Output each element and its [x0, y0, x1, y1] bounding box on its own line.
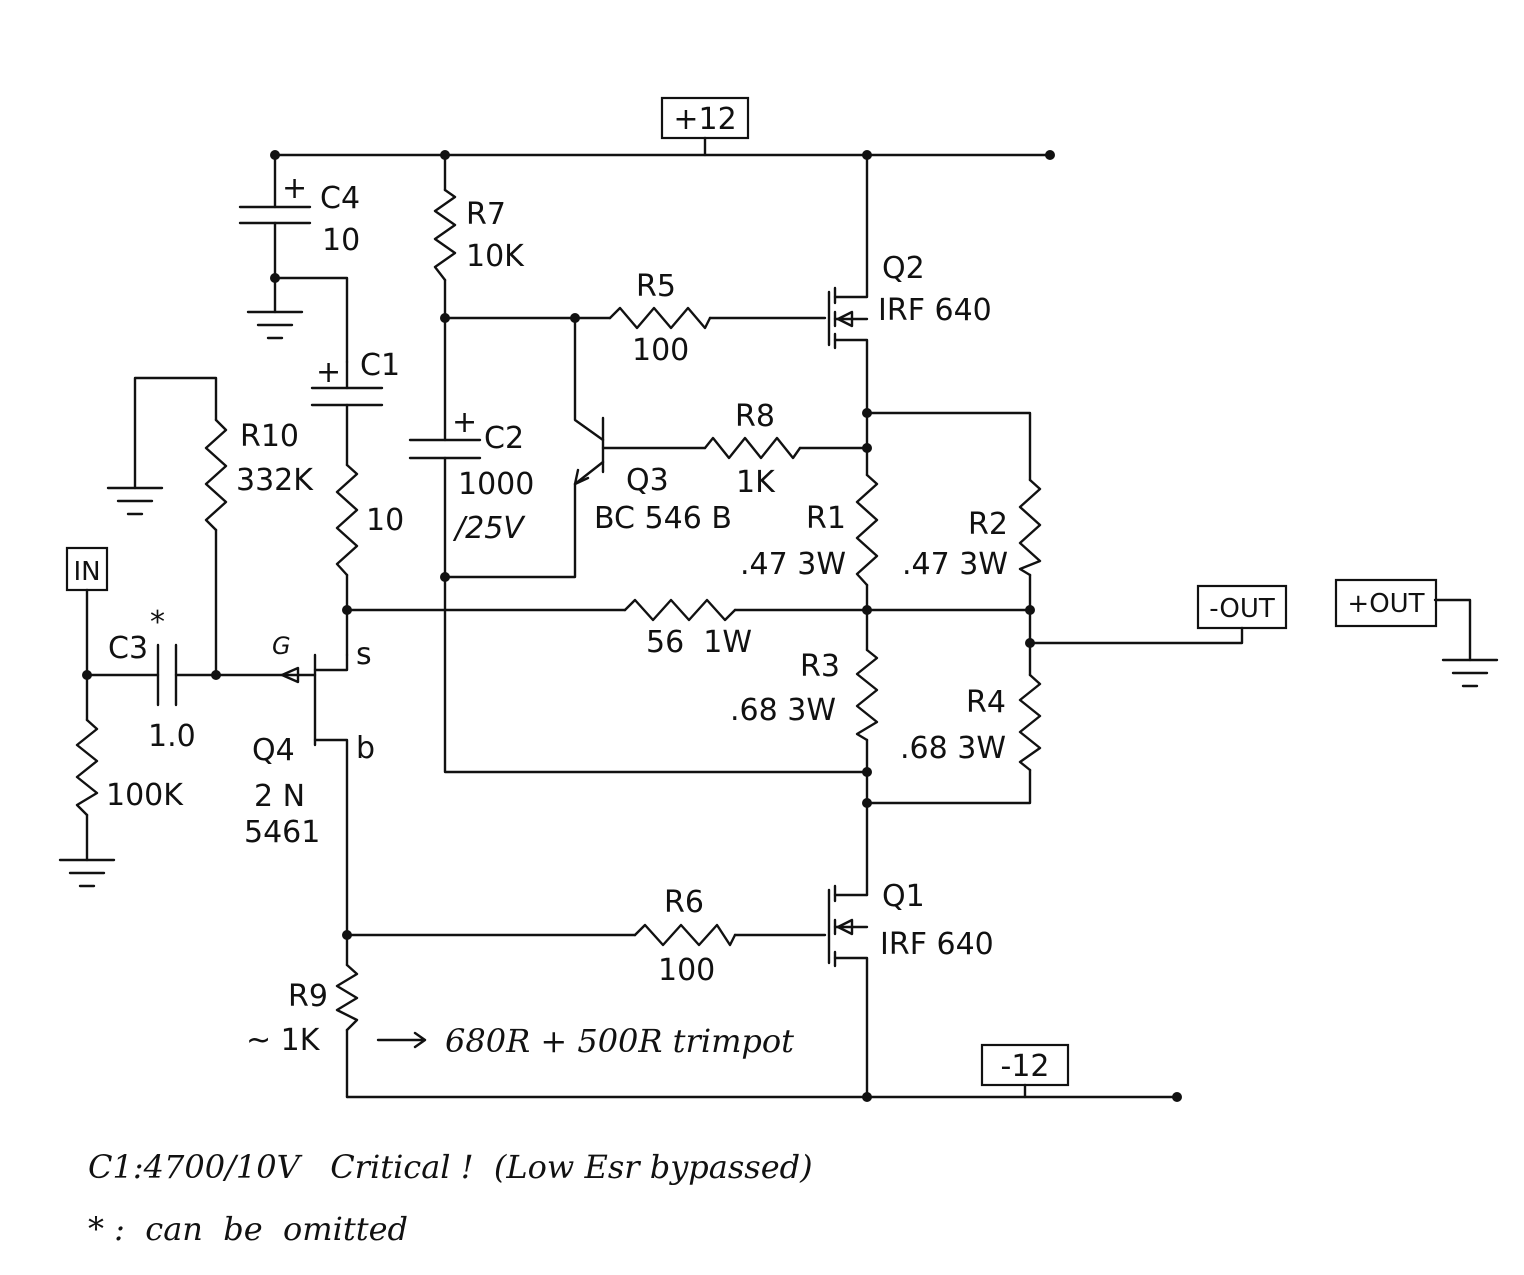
r3-value: .68 3W: [730, 693, 836, 728]
q4-part-line2: 5461: [244, 815, 320, 850]
q1-part: IRF 640: [880, 927, 994, 962]
r7-value: 10K: [466, 239, 525, 274]
r9-ref: R9: [288, 979, 328, 1014]
resistor-R7-symbol: [433, 188, 457, 282]
q3-ref: Q3: [626, 463, 669, 498]
rail-negative-label: -12: [1001, 1049, 1050, 1084]
resistor-R4-symbol: [1018, 673, 1042, 772]
r2-value: .47 3W: [902, 547, 1008, 582]
neg-out-terminal-label: -OUT: [1209, 594, 1275, 624]
input-terminal-box: [65, 546, 109, 592]
capacitor-C1-plates: [310, 386, 384, 407]
rail-positive-box: [660, 96, 750, 140]
r8-ref: R8: [735, 399, 775, 434]
capacitor-C4-plates: [238, 205, 312, 225]
r4-value: .68 3W: [900, 731, 1006, 766]
ground-icon-c4: [246, 310, 304, 340]
rsrc-value: 10: [366, 503, 404, 538]
c2-polarity: +: [452, 405, 477, 440]
q3-part: BC 546 B: [594, 501, 732, 536]
r9-value: ~ 1K: [246, 1023, 321, 1058]
resistor-R10-symbol: [204, 418, 228, 532]
c2-value: 1000: [458, 467, 534, 502]
ground-icon-r10: [106, 486, 164, 516]
wires: [85, 136, 1472, 1099]
q2-ref: Q2: [882, 251, 925, 286]
r9-arrow-icon: [376, 1031, 427, 1049]
note-line-1: C1:4700/10V Critical ! (Low Esr bypassed…: [88, 1148, 813, 1186]
c2-ref: C2: [484, 421, 524, 456]
c1-polarity: +: [316, 355, 341, 390]
q2-part: IRF 640: [878, 293, 992, 328]
c3-mark: *: [150, 605, 165, 640]
terminals: +12 -12 IN -OUT +OUT: [65, 96, 1438, 1087]
r5-ref: R5: [636, 269, 676, 304]
c4-polarity: +: [282, 171, 307, 206]
neg-out-terminal-box: [1196, 584, 1288, 630]
input-terminal-label: IN: [73, 557, 100, 587]
resistors: [75, 188, 1042, 1032]
capacitors: [156, 205, 482, 707]
pos-out-terminal-label: +OUT: [1347, 589, 1424, 619]
r10-ref: R10: [240, 419, 299, 454]
q4-pin-g: G: [272, 632, 291, 660]
resistor-R9-symbol: [335, 963, 359, 1032]
r3-ref: R3: [800, 649, 840, 684]
resistor-R1-symbol: [855, 473, 879, 587]
ground-symbols: [58, 310, 1499, 888]
r1-value: .47 3W: [740, 547, 846, 582]
r6-ref: R6: [664, 885, 704, 920]
c1-ref: C1: [360, 348, 400, 383]
resistor-R6-symbol: [633, 923, 737, 947]
resistor-R8-symbol: [703, 436, 802, 460]
c3-ref: C3: [108, 631, 148, 666]
r8-value: 1K: [736, 465, 776, 500]
r4-ref: R4: [966, 685, 1006, 720]
resistor-input-symbol: [75, 718, 99, 817]
r5-value: 100: [632, 333, 689, 368]
r6-value: 100: [658, 953, 715, 988]
rin-value: 100K: [106, 778, 184, 813]
rail-positive-label: +12: [673, 102, 736, 137]
capacitor-C2-plates: [408, 438, 482, 460]
pos-out-terminal-box: [1334, 578, 1438, 628]
rail-negative-box: [980, 1043, 1070, 1087]
note-line-2: * : can be omitted: [88, 1210, 408, 1248]
resistor-source-symbol: [335, 463, 359, 577]
c3-value: 1.0: [148, 719, 196, 754]
resistor-R3-symbol: [855, 648, 879, 742]
r7-ref: R7: [466, 197, 506, 232]
resistor-R5-symbol: [608, 306, 712, 330]
q4-pin-b: b: [356, 731, 375, 766]
junction-dots: [82, 150, 1182, 1102]
resistor-R2-symbol: [1018, 478, 1042, 577]
footnotes: C1:4700/10V Critical ! (Low Esr bypassed…: [88, 1148, 813, 1248]
q4-part-line1: 2 N: [254, 779, 305, 814]
component-labels: + C4 10 + C1 + C2 1000 /25V C3 * 1.0 R7 …: [106, 171, 1008, 1060]
q1-ref: Q1: [882, 879, 925, 914]
q4-pin-s: s: [356, 637, 372, 672]
r2-ref: R2: [968, 507, 1008, 542]
r10-value: 332K: [236, 463, 314, 498]
c4-ref: C4: [320, 181, 360, 216]
rfb-value: 56 1W: [646, 625, 752, 660]
ground-icon-input: [58, 858, 116, 888]
q4-ref: Q4: [252, 733, 295, 768]
c4-value: 10: [322, 223, 360, 258]
ground-icon-out: [1441, 658, 1499, 688]
resistor-feedback-symbol: [623, 598, 737, 622]
r1-ref: R1: [806, 501, 846, 536]
r9-note: 680R + 500R trimpot: [445, 1022, 794, 1060]
c2-rating: /25V: [452, 511, 526, 546]
capacitor-C3-plates: [156, 643, 178, 707]
